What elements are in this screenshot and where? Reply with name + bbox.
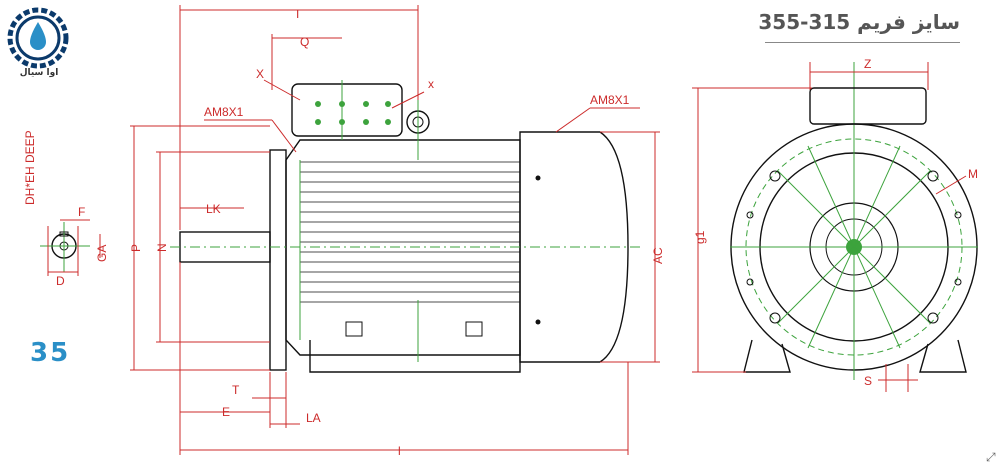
dim-GA: GA (95, 245, 109, 262)
end-view-dimensions: Z g1 M S (692, 57, 978, 392)
end-terminal-box (809, 87, 927, 125)
page-number: 35 (30, 338, 71, 368)
side-view-dimensions: I Q X x AM8X1 AM8X1 LK P N (129, 5, 665, 458)
dim-P: P (129, 244, 143, 252)
brand-name: اوا سیال (19, 68, 59, 78)
dim-Z: Z (864, 57, 871, 71)
dim-AC: AC (651, 247, 665, 264)
end-bolt-holes (746, 170, 962, 324)
dim-M: M (968, 167, 978, 181)
dim-N: N (155, 243, 169, 252)
frame-size-title: سایز فریم 315-355 (758, 10, 960, 34)
dim-AM-left: AM8X1 (204, 105, 244, 119)
dim-D: D (56, 274, 65, 288)
motor-feet (309, 340, 521, 373)
resize-arrow-icon[interactable]: ⤢ (986, 450, 996, 464)
side-view (170, 80, 640, 373)
dim-S: S (864, 374, 872, 388)
gear-water-drop-icon (7, 7, 69, 69)
dim-x: x (428, 77, 434, 91)
terminal-bolts (315, 101, 391, 125)
shaft-depth-note: DH*EH DEEP (23, 130, 37, 205)
end-foot-right (919, 339, 967, 373)
title-underline (765, 42, 960, 43)
flange (269, 149, 287, 371)
terminal-box (291, 83, 403, 137)
dim-X: X (256, 67, 264, 81)
dim-E: E (222, 405, 230, 419)
dim-I: I (296, 7, 299, 21)
dim-F: F (78, 205, 85, 219)
dim-AM-right: AM8X1 (590, 93, 630, 107)
end-view-centerlines (730, 62, 978, 380)
end-foot-left (743, 339, 791, 373)
dim-Q: Q (300, 35, 309, 49)
dim-g1: g1 (693, 230, 707, 244)
fan-cover (519, 131, 629, 363)
dim-T: T (232, 383, 240, 397)
end-view (730, 62, 978, 380)
dim-l: l (398, 444, 401, 458)
cooling-fins (300, 161, 520, 303)
shaft-end-detail: DH*EH DEEP D F GA (23, 130, 109, 288)
dim-LA: LA (306, 411, 321, 425)
dim-LK: LK (206, 202, 221, 216)
